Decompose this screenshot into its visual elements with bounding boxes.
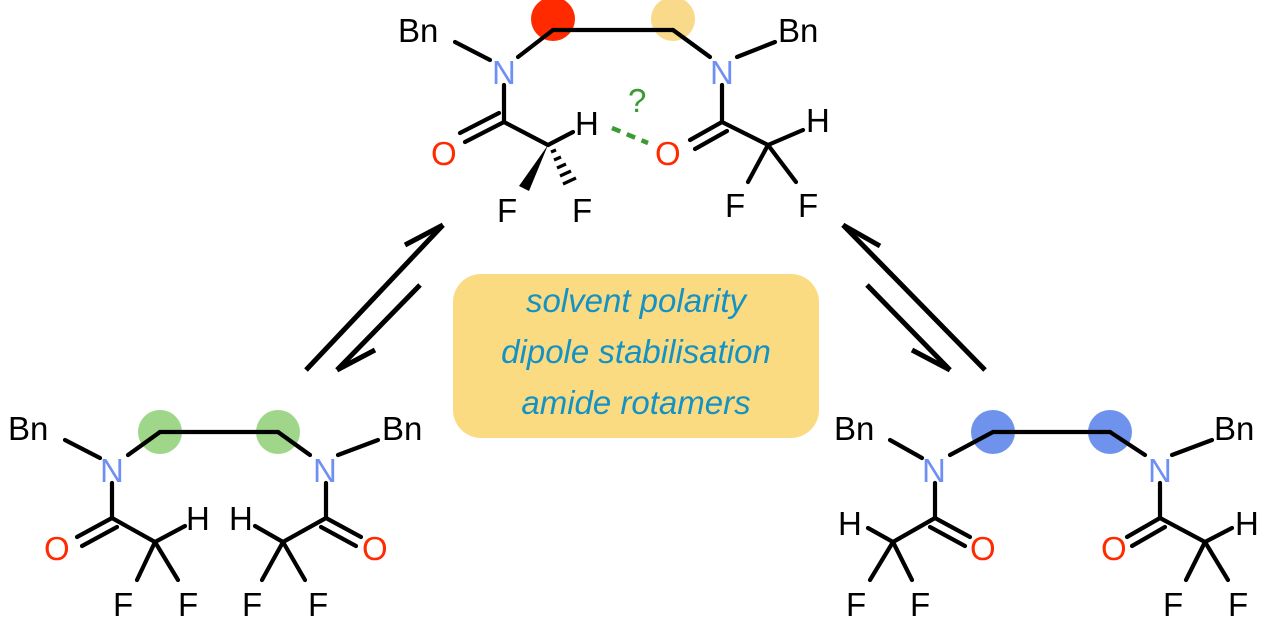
bn-label: Bn (834, 410, 874, 447)
n-label: N (1148, 452, 1172, 489)
bn-label: Bn (398, 12, 438, 49)
dot-red-top (531, 0, 575, 41)
n-label: N (313, 452, 337, 489)
f-label: F (1228, 586, 1248, 623)
h-label: H (838, 505, 862, 542)
f-label: F (242, 586, 262, 623)
o-label: O (970, 530, 996, 567)
n-label: N (492, 54, 516, 91)
f-label: F (572, 192, 592, 229)
f-label: F (113, 586, 133, 623)
bn-label: Bn (8, 410, 48, 447)
conditions-box: solvent polarity dipole stabilisation am… (453, 274, 819, 438)
h-label: H (575, 105, 599, 142)
bn-label: Bn (778, 12, 818, 49)
f-label: F (846, 586, 866, 623)
f-label: F (308, 586, 328, 623)
molecule-bottom-left: Bn N O H F F H F F N O Bn (8, 410, 422, 623)
hashed-bond (550, 148, 577, 186)
n-label: N (100, 452, 124, 489)
molecule-bottom-right: Bn N H F F O Bn N O H F F (834, 410, 1259, 623)
condition-text: dipole stabilisation (501, 333, 771, 370)
o-label: O (1101, 530, 1127, 567)
f-label: F (910, 586, 930, 623)
o-label: O (655, 135, 681, 172)
bn-label: Bn (1214, 410, 1254, 447)
h-label: H (229, 500, 253, 537)
bn-label: Bn (382, 410, 422, 447)
n-label: N (710, 54, 734, 91)
question-mark: ? (628, 82, 646, 119)
o-label: O (44, 530, 70, 567)
h-label: H (1235, 505, 1259, 542)
f-label: F (178, 586, 198, 623)
n-label: N (922, 452, 946, 489)
equilibrium-arrows-icon (841, 222, 987, 373)
equilibrium-arrows-icon (304, 222, 445, 373)
f-label: F (1163, 586, 1183, 623)
o-label: O (362, 530, 388, 567)
f-label: F (497, 192, 517, 229)
condition-text: solvent polarity (526, 282, 749, 319)
h-label: H (806, 102, 830, 139)
condition-text: amide rotamers (521, 384, 750, 421)
o-label: O (431, 135, 457, 172)
f-label: F (798, 187, 818, 224)
molecule-top: Bn N O H F F ? O N Bn H F F (398, 0, 830, 229)
h-label: H (186, 500, 210, 537)
hydrogen-bond-dashes (611, 125, 649, 146)
dot-yellow-top (651, 0, 695, 41)
f-label: F (725, 187, 745, 224)
